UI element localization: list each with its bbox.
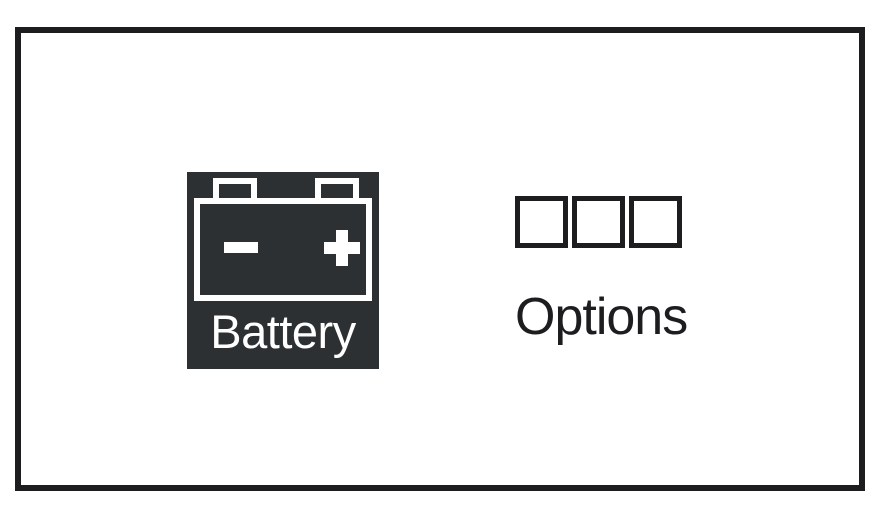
option-box-3[interactable] — [629, 196, 682, 248]
option-box-2[interactable] — [572, 196, 625, 248]
option-box-row — [515, 196, 682, 248]
battery-positive-terminal-icon — [315, 178, 359, 200]
battery-label: Battery — [210, 305, 356, 358]
options-label: Options — [515, 288, 688, 346]
outer-border — [15, 27, 865, 491]
minus-icon — [224, 242, 258, 253]
battery-icon[interactable]: Battery — [187, 172, 379, 369]
battery-body-outline — [194, 198, 372, 301]
options-group: Options — [515, 196, 705, 346]
option-box-1[interactable] — [515, 196, 568, 248]
plus-icon-vertical-bar — [336, 230, 348, 266]
battery-negative-terminal-icon — [213, 178, 257, 200]
plus-icon — [324, 230, 360, 266]
